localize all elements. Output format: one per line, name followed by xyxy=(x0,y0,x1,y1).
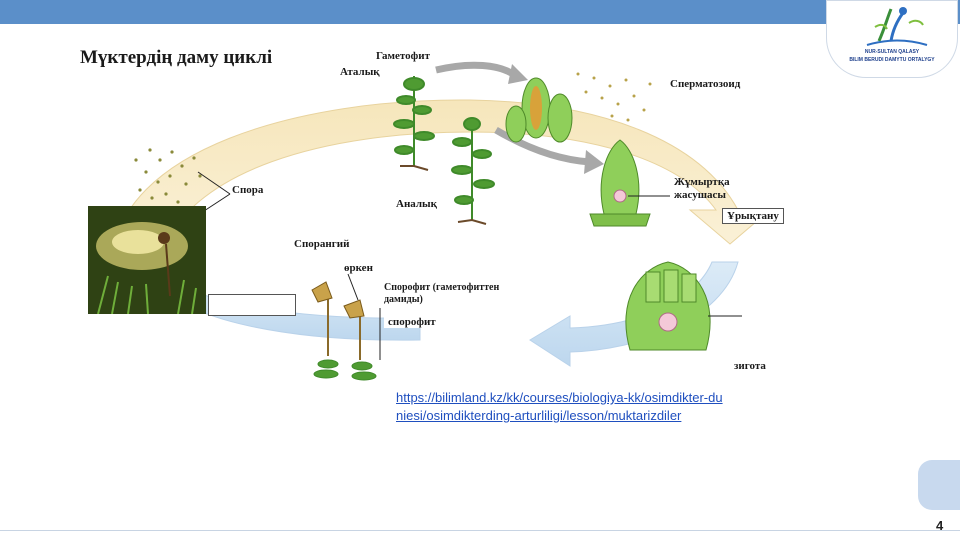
label-female: Аналық xyxy=(396,198,437,210)
label-zygote: зигота xyxy=(734,360,766,372)
blank-label-box xyxy=(208,294,296,316)
arrow-to-sperm xyxy=(435,61,519,79)
label-sporophyte: спорофит xyxy=(384,316,440,328)
moss-photo xyxy=(88,206,206,314)
label-male: Аталық xyxy=(340,66,380,78)
spore-dots xyxy=(134,148,202,204)
label-fertilization: Ұрықтану xyxy=(722,208,784,224)
logo-emblem-icon xyxy=(866,7,928,46)
corner-decoration xyxy=(918,460,960,510)
male-gametophyte-illustration xyxy=(393,76,435,171)
page-number: 4 xyxy=(936,518,944,533)
logo-text-top: NUR-SULTAN QALASY xyxy=(864,49,920,55)
label-sporophyte-desc: Спорофит (гаметофиттен дамиды) xyxy=(384,282,500,305)
top-bar xyxy=(0,0,960,24)
logo: NUR-SULTAN QALASY BILIM BERUDI DAMYTU OR… xyxy=(826,0,958,78)
female-gametophyte-illustration xyxy=(451,117,495,225)
label-gametophyte: Гаметофит xyxy=(376,50,431,62)
source-link[interactable]: https://bilimland.kz/kk/courses/biologiy… xyxy=(396,390,723,423)
label-spore: Спора xyxy=(232,184,264,196)
bottom-divider xyxy=(0,530,960,531)
diagram-title: Мүктердің даму циклі xyxy=(80,47,273,68)
label-stalk: өркен xyxy=(344,262,373,274)
label-egg: Жұмыртқа жасушасы xyxy=(674,176,730,201)
antheridium-illustration xyxy=(505,77,573,143)
sperm-dots xyxy=(576,72,652,122)
sporophyte-illustration xyxy=(311,281,377,381)
logo-text-bottom: BILIM BERUDI DAMYTU ORTALYGY xyxy=(849,57,935,63)
label-sporangium: Спорангий xyxy=(294,238,350,250)
label-sperm: Сперматозоид xyxy=(670,78,741,90)
zygote-illustration xyxy=(625,261,711,351)
arrow-to-egg xyxy=(494,126,591,166)
